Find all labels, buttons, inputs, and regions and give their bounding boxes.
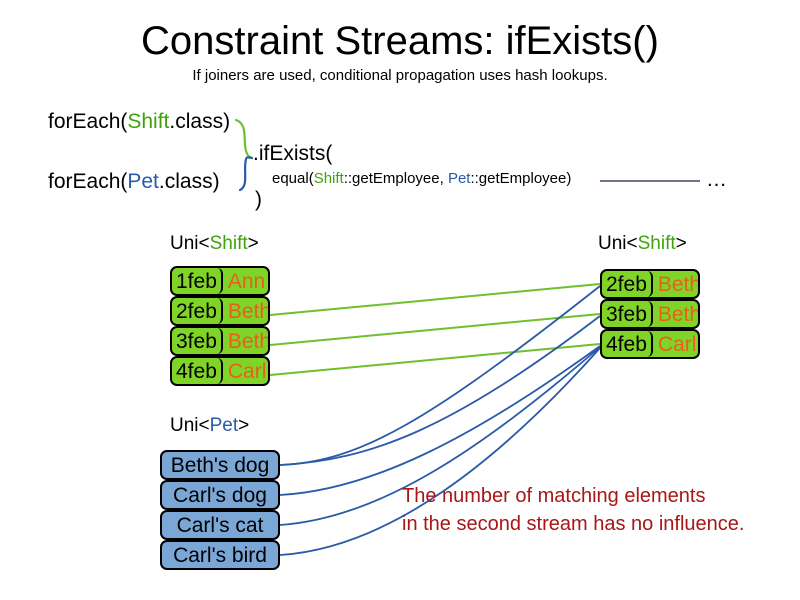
code-equal-suffix: ::getEmployee) — [470, 170, 572, 187]
annotation-line-1: The number of matching elements — [402, 485, 706, 507]
annotation-note: The number of matching elements in the s… — [402, 482, 762, 538]
connector-blue-carl-dog-4feb — [279, 345, 601, 496]
cell-pet: Carl's bird — [173, 543, 267, 567]
label-pet-suffix: > — [238, 415, 250, 436]
label-right-type: Shift — [637, 233, 676, 254]
cell-date: 4feb — [172, 358, 223, 384]
cell-pet: Carl's cat — [176, 513, 264, 537]
code-equal-mid: ::getEmployee, — [343, 170, 448, 187]
page-subtitle: If joiners are used, conditional propaga… — [192, 67, 608, 84]
cell-date: 4feb — [602, 331, 653, 357]
cell-employee: Carl — [657, 332, 697, 356]
table-row[interactable]: 3feb Beth — [600, 299, 700, 329]
table-row[interactable]: 4feb Carl — [600, 329, 700, 359]
code-foreach-pet: forEach(Pet.class) — [48, 170, 220, 194]
connector-blue-beth-dog-2feb — [279, 285, 601, 466]
list-item[interactable]: Carl's dog — [160, 480, 280, 510]
cell-date: 1feb — [172, 268, 223, 294]
code-foreach-shift-prefix: forEach( — [48, 110, 128, 133]
label-pet-prefix: Uni< — [170, 415, 210, 436]
code-equal-joiner: equal(Shift::getEmployee, Pet::getEmploy… — [272, 170, 571, 188]
cell-employee: Beth — [657, 272, 700, 296]
cell-date: 2feb — [172, 298, 223, 324]
list-item[interactable]: Carl's cat — [160, 510, 280, 540]
cell-employee: Carl — [227, 359, 267, 383]
cell-date: 3feb — [602, 301, 653, 327]
code-ellipsis: … — [706, 168, 727, 191]
annotation-line-2: in the second stream has no influence. — [402, 513, 745, 535]
code-close-paren: ) — [255, 188, 262, 211]
cell-date: 3feb — [172, 328, 223, 354]
code-equal-token-shift: Shift — [313, 170, 344, 187]
cell-pet: Beth's dog — [170, 453, 270, 477]
cell-pet: Carl's dog — [173, 483, 267, 507]
label-uni-pet: Uni<Pet> — [170, 415, 249, 437]
code-foreach-shift-suffix: .class) — [169, 110, 231, 133]
connector-blue-beth-dog-3feb — [279, 315, 601, 466]
code-foreach-pet-prefix: forEach( — [48, 170, 128, 193]
cell-employee: Beth — [657, 302, 700, 326]
label-right-uni-shift: Uni<Shift> — [598, 233, 687, 255]
brace-lower-blue — [238, 156, 254, 192]
list-item[interactable]: Carl's bird — [160, 540, 280, 570]
cell-employee: Beth — [227, 329, 270, 353]
code-ifexists-call: .ifExists( — [253, 142, 333, 165]
brace-upper-green — [234, 118, 254, 160]
cell-date: 2feb — [602, 271, 653, 297]
code-token-shift: Shift — [127, 110, 170, 133]
label-pet-type: Pet — [209, 415, 239, 436]
table-row[interactable]: 4feb Carl — [170, 356, 270, 386]
table-row[interactable]: 1feb Ann — [170, 266, 270, 296]
cell-employee: Beth — [227, 299, 270, 323]
label-left-prefix: Uni< — [170, 233, 210, 254]
code-equal-token-pet: Pet — [447, 170, 471, 187]
cell-employee: Ann — [227, 269, 266, 293]
table-row[interactable]: 3feb Beth — [170, 326, 270, 356]
connector-green-3feb — [269, 313, 601, 346]
code-token-pet: Pet — [127, 170, 159, 193]
connector-green-2feb — [269, 283, 601, 316]
table-row[interactable]: 2feb Beth — [170, 296, 270, 326]
label-left-uni-shift: Uni<Shift> — [170, 233, 259, 255]
label-left-type: Shift — [209, 233, 248, 254]
code-foreach-pet-suffix: .class) — [158, 170, 220, 193]
table-row[interactable]: 2feb Beth — [600, 269, 700, 299]
connector-green-4feb — [269, 343, 601, 376]
label-right-prefix: Uni< — [598, 233, 638, 254]
page-title: Constraint Streams: ifExists() — [141, 19, 659, 63]
code-foreach-shift: forEach(Shift.class) — [48, 110, 230, 134]
label-right-suffix: > — [675, 233, 687, 254]
label-left-suffix: > — [247, 233, 259, 254]
list-item[interactable]: Beth's dog — [160, 450, 280, 480]
code-equal-prefix: equal( — [272, 170, 314, 187]
